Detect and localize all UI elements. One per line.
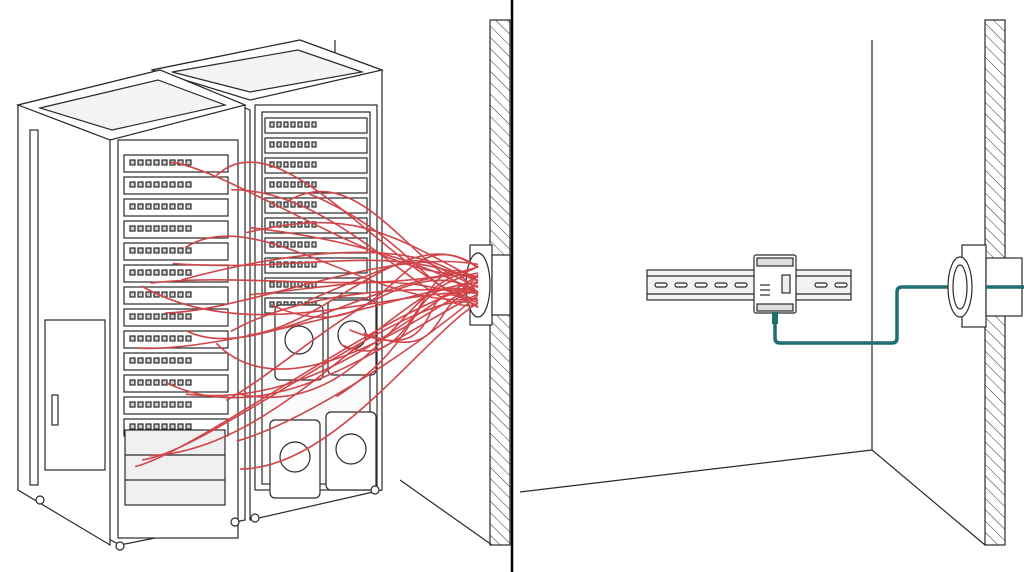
rack-unit	[123, 198, 229, 217]
rack-unit	[123, 374, 229, 393]
cable-gland-right	[947, 244, 1023, 328]
red-cable	[270, 253, 479, 319]
red-cable	[215, 281, 479, 370]
red-cable-bundle	[135, 161, 479, 470]
server-grille	[124, 429, 226, 506]
rack-unit	[123, 352, 229, 371]
red-cable	[307, 260, 479, 302]
red-cable	[185, 275, 479, 397]
red-cable	[239, 302, 479, 470]
server-rack-left	[15, 69, 380, 551]
red-cable	[185, 274, 479, 340]
din-rail-device	[753, 254, 797, 314]
rack-unit	[264, 117, 368, 134]
red-cable	[287, 190, 479, 294]
right-panel	[519, 19, 1024, 546]
red-cable	[363, 291, 479, 344]
red-cable	[215, 161, 479, 304]
rack-unit	[123, 396, 229, 415]
red-cable	[226, 279, 479, 402]
hard-drive	[325, 411, 377, 491]
red-cable	[141, 285, 479, 316]
red-cable	[135, 284, 479, 468]
floor-line	[519, 449, 873, 493]
red-cable	[236, 294, 479, 442]
red-cable	[137, 281, 479, 350]
rack-unit	[123, 264, 229, 283]
rack-unit	[123, 308, 229, 327]
floor-line	[399, 479, 493, 546]
rack-unit	[264, 137, 368, 154]
left-panel	[15, 19, 511, 551]
hard-drive	[269, 419, 321, 499]
din-rail	[646, 269, 852, 301]
red-cable	[231, 188, 479, 307]
teal-network-cable	[773, 285, 1024, 345]
hard-drive	[327, 299, 377, 376]
red-cable	[336, 287, 479, 398]
red-cable	[150, 266, 479, 284]
rack-unit	[123, 330, 229, 349]
floor-line	[871, 449, 986, 546]
red-cable	[246, 221, 479, 282]
rack-unit	[123, 220, 229, 239]
rack-unit	[264, 157, 368, 174]
rack-unit	[123, 176, 229, 195]
cable-connector	[772, 312, 778, 324]
rack-unit	[123, 242, 229, 261]
